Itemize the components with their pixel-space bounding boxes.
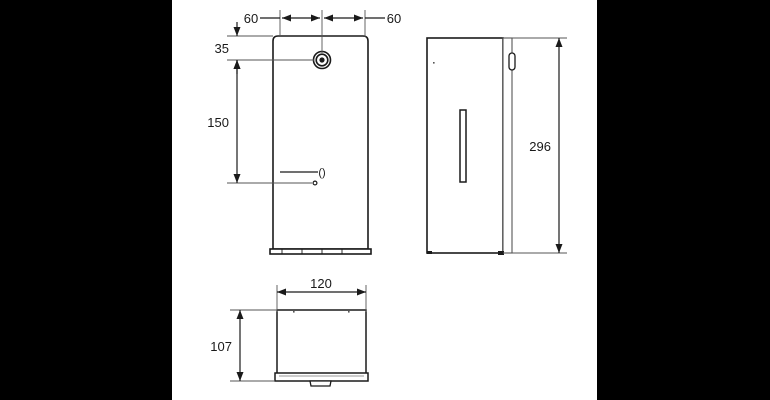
- drawing-canvas: 60 60 35 150 296 120 107 (): [172, 0, 597, 400]
- dimension-label-150: 150: [207, 115, 229, 130]
- side-foot-left: [427, 251, 432, 254]
- bottom-mark-right: [348, 311, 350, 313]
- outlet-marking-label: (): [318, 167, 325, 179]
- dimension-label-107: 107: [210, 339, 232, 354]
- side-foot-right: [498, 251, 504, 255]
- dimension-label-120: 120: [310, 276, 332, 291]
- bottom-mark-left: [293, 311, 295, 313]
- dimension-label-296: 296: [529, 139, 551, 154]
- front-base-lip: [269, 248, 372, 255]
- level-window-icon: [459, 109, 467, 183]
- dimension-label-top-left-60: 60: [244, 11, 258, 26]
- side-button-icon: [508, 52, 516, 71]
- dimension-label-35: 35: [215, 41, 229, 56]
- side-mark-dot: [433, 62, 435, 64]
- sensor-eye-icon: [312, 50, 332, 70]
- letterbox-right: [597, 0, 770, 400]
- side-view: [426, 37, 516, 255]
- letterbox-left: [0, 0, 172, 400]
- base-tab-icon: [309, 380, 332, 387]
- front-view: [269, 35, 372, 255]
- bottom-view: [274, 309, 369, 387]
- front-body-outline: [272, 35, 369, 250]
- dimension-label-top-right-60: 60: [387, 11, 401, 26]
- bottom-base-lip: [274, 372, 369, 382]
- bottom-body-outline: [276, 309, 367, 379]
- outlet-hole-icon: [312, 180, 318, 186]
